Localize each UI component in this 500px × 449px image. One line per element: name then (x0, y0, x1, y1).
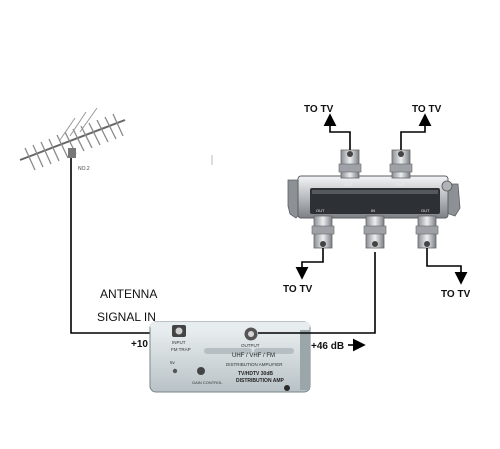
amp-fm-trap-label: FM TRAP (171, 347, 191, 352)
gain-control-knob-icon (197, 367, 205, 375)
amp-band-label: UHF / VHF / FM (232, 353, 275, 359)
splitter-top-right-port-icon (389, 149, 413, 179)
amp-gain-control-label: GAIN CONTROL (192, 380, 223, 385)
antenna-cable (70, 158, 178, 334)
gain-out-label: +46 dB (311, 341, 344, 352)
amp-input-label: INPUT (172, 340, 186, 345)
output-cable (258, 252, 376, 334)
input-connector-icon (172, 325, 186, 337)
antenna-label: ANTENNA (100, 287, 157, 301)
to-tv-top-right-label: TO TV (412, 104, 442, 115)
splitter-bottom-right-port-icon (415, 215, 439, 249)
gain-in-label: +10 (131, 339, 148, 350)
splitter-top-left-port-icon (338, 149, 362, 179)
to-tv-bottom-left-arrow-icon (295, 248, 324, 280)
signal-in-label: SIGNAL IN (97, 310, 156, 324)
amp-foot-icon (284, 385, 290, 391)
antenna-icon (19, 107, 126, 171)
splitter-port-label: IN (371, 208, 375, 213)
power-led-icon (172, 368, 178, 374)
splitter-port-label: OUT (396, 182, 405, 187)
to-tv-bottom-right-label: TO TV (441, 289, 471, 300)
amp-model-line1: TV/HDTV 30dB (238, 371, 273, 377)
amp-model-line2: DISTRIBUTION AMP (236, 378, 285, 384)
amp-output-label: OUTPUT (241, 343, 260, 348)
splitter-port-label: OUT (344, 182, 353, 187)
distribution-amplifier: INPUT FM TRAP OUTPUT UHF / VHF / FM DIST… (149, 321, 311, 393)
output-connector-icon (244, 327, 258, 341)
amp-power-label: 5v (170, 360, 176, 365)
splitter-bottom-left-port-icon (311, 215, 335, 249)
amp-subtitle: DISTRIBUTION AMPLIFIER (226, 362, 283, 367)
splitter-port-label: OUT (316, 208, 325, 213)
to-tv-bottom-right-arrow-icon (426, 248, 468, 285)
splitter-input-port-icon (363, 215, 387, 249)
antenna-tag: NO.2 (78, 166, 90, 172)
splitter-port-label: OUT (421, 208, 430, 213)
to-tv-top-left-label: TO TV (304, 104, 334, 115)
to-tv-top-left-arrow-icon (323, 113, 351, 150)
to-tv-top-right-arrow-icon (400, 113, 432, 150)
ground-screw-icon (441, 180, 453, 192)
to-tv-bottom-left-label: TO TV (283, 284, 313, 295)
splitter: OUT OUT OUT IN OUT (287, 149, 461, 249)
